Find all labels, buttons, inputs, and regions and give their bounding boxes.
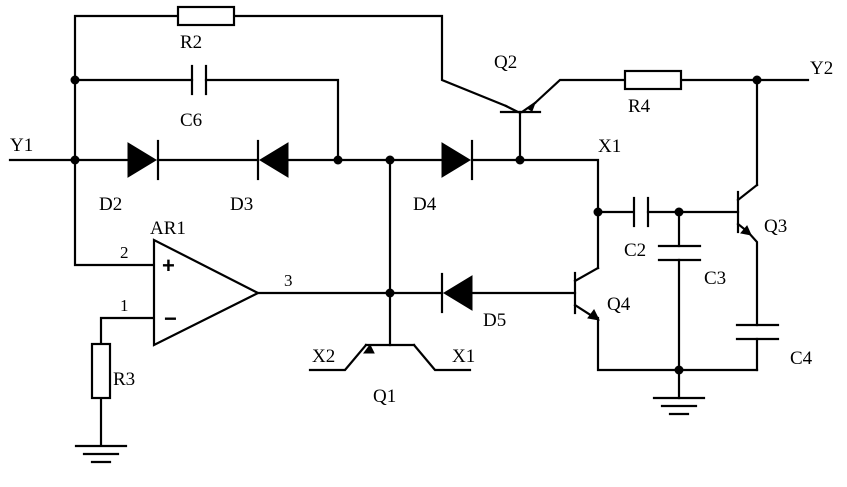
label-q4: Q4 [607, 294, 631, 315]
label-q3: Q3 [764, 216, 787, 237]
label-d5: D5 [483, 310, 506, 331]
label-d4: D4 [413, 194, 437, 215]
capacitor-c4 [737, 325, 778, 339]
ground-r3 [76, 446, 126, 462]
label-c6: C6 [180, 110, 202, 131]
transistor-q1 [364, 345, 414, 353]
label-c3: C3 [704, 268, 726, 289]
label-r4: R4 [628, 96, 651, 117]
diode-d4 [442, 141, 472, 179]
pin-1-label: 1 [120, 296, 129, 315]
capacitor-c2 [634, 198, 648, 226]
label-y1: Y1 [10, 135, 33, 156]
resistor-r3 [92, 344, 110, 398]
label-r2: R2 [180, 32, 202, 53]
diode-d5 [442, 274, 472, 312]
capacitor-c3 [659, 246, 700, 260]
resistor-r2 [178, 7, 234, 25]
label-x2-bottom: X2 [312, 346, 335, 367]
label-y2: Y2 [810, 58, 833, 79]
capacitor-c6 [192, 66, 206, 94]
label-x1-top: X1 [598, 136, 621, 157]
label-c4: C4 [790, 348, 813, 369]
pin-3-label: 3 [284, 271, 293, 290]
pin-2-label: 2 [120, 243, 129, 262]
transistor-q4 [575, 268, 599, 320]
diode-d3 [258, 141, 288, 179]
ground-main [654, 398, 704, 414]
resistor-r4 [625, 71, 681, 89]
label-d3: D3 [230, 194, 253, 215]
transistor-q3 [738, 185, 757, 235]
label-x1-bottom: X1 [452, 346, 475, 367]
label-c2: C2 [624, 240, 646, 261]
opamp-minus-sign: − [164, 306, 177, 331]
label-d2: D2 [99, 194, 122, 215]
label-q2: Q2 [494, 52, 517, 73]
label-q1: Q1 [373, 386, 396, 407]
transistor-q2 [501, 103, 540, 112]
label-ar1: AR1 [150, 218, 186, 239]
label-r3: R3 [113, 369, 135, 390]
opamp-plus-sign: + [162, 253, 175, 278]
diode-d2 [128, 141, 158, 179]
